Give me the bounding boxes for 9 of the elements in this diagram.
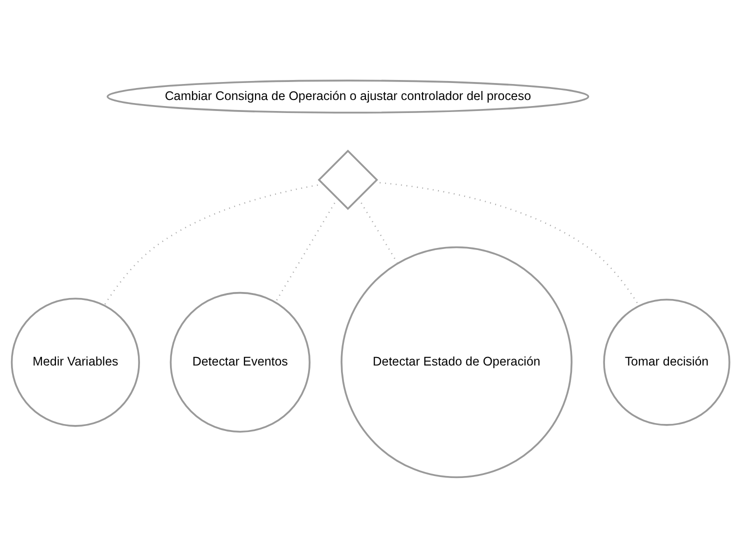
node-circle: Medir Variables xyxy=(10,298,140,427)
node-circle: Tomar decisión xyxy=(603,298,730,426)
node-circle: Detectar Eventos xyxy=(170,292,310,433)
connector xyxy=(274,198,338,303)
connector xyxy=(104,184,324,306)
node-circle: Detectar Estado de Operación xyxy=(340,246,572,478)
node-ellipse: Cambiar Consigna de Operación o ajustar controlador del proceso xyxy=(106,80,590,114)
node-diamond xyxy=(318,150,378,210)
connector xyxy=(358,198,398,264)
